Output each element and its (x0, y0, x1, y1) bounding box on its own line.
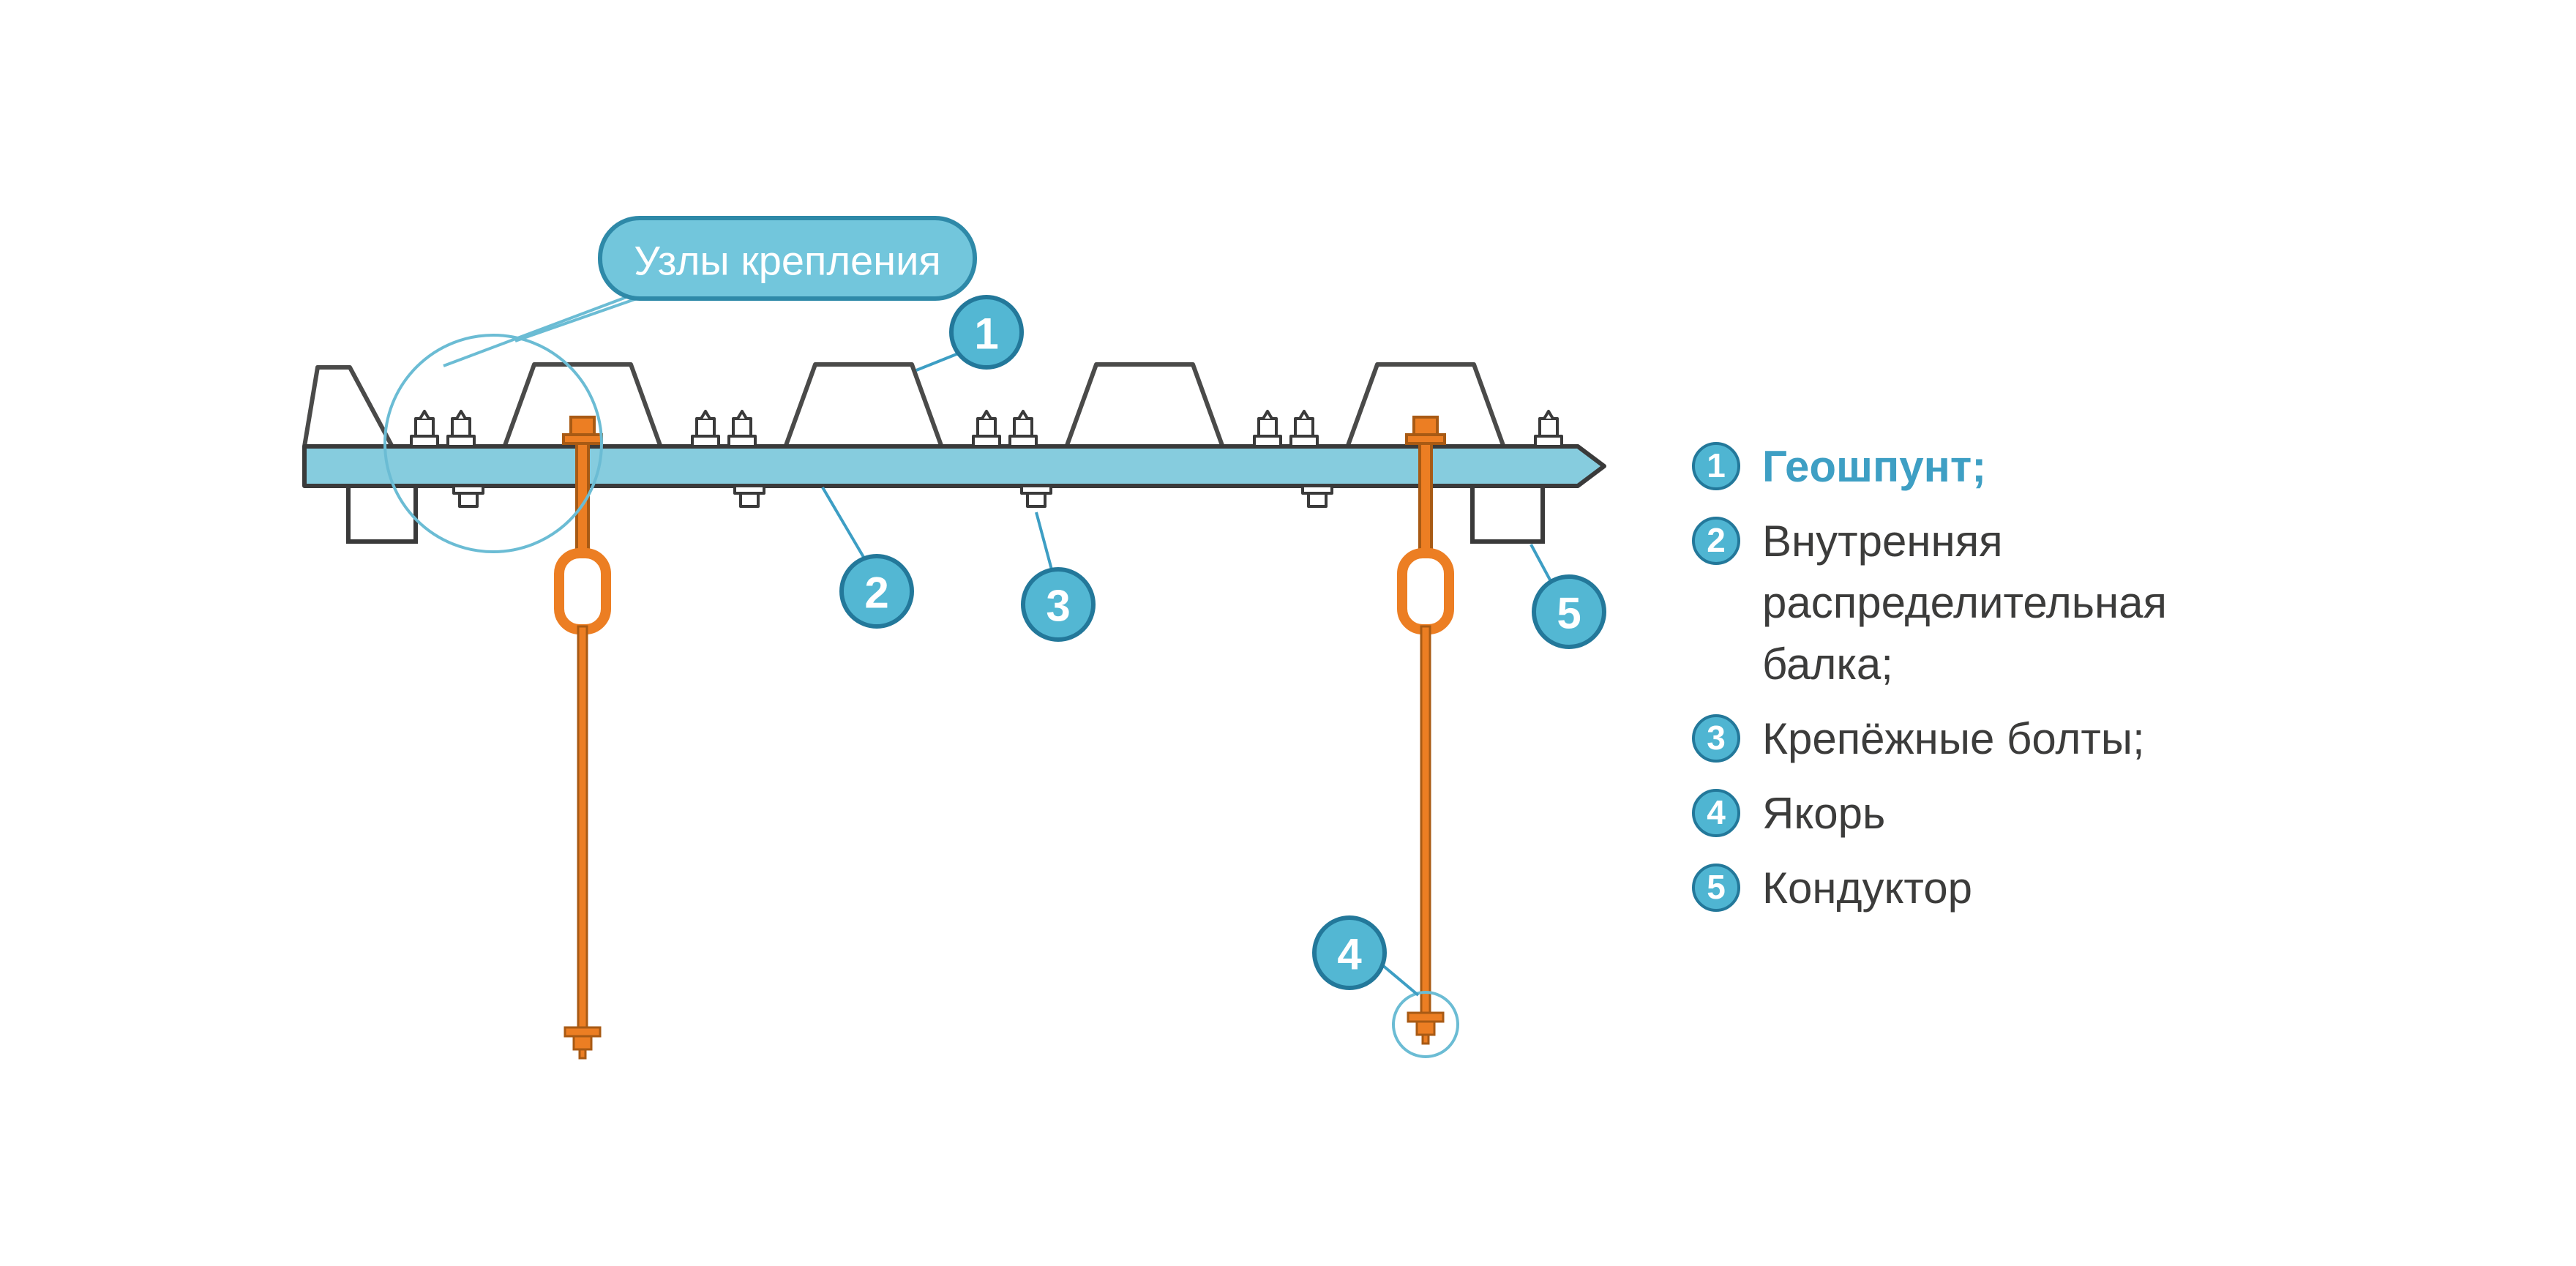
legend-item-geoshpunt: 1 Геошпунт; (1692, 438, 2321, 499)
leader-line-3 (1035, 512, 1054, 573)
fastening-bolts-bottom (452, 484, 1333, 508)
legend-item-fastening-bolts: 3 Крепёжные болты; (1692, 710, 2321, 771)
sheet-pile-profile (782, 362, 945, 451)
anchor-right (1397, 416, 1454, 1045)
legend-item-conductor: 5 Кондуктор (1692, 859, 2321, 921)
sheet-pile-profile (501, 362, 664, 451)
badge-3-number: 3 (1046, 582, 1070, 631)
leader-line-5 (1530, 544, 1553, 583)
conductor-box-left (346, 484, 418, 544)
sheet-pile-profile (1063, 362, 1226, 451)
fastening-bolts-top (410, 410, 1563, 448)
bolt-icon (1289, 410, 1319, 448)
legend-item-distribution-beam: 2 Внутренняя распределительная балка; (1692, 512, 2321, 697)
badge-5: 5 (1532, 574, 1606, 649)
legend-badge-2: 2 (1692, 517, 1740, 565)
legend-label-2: Внутренняя распределительная балка; (1762, 518, 2168, 689)
bolt-nut-icon (1301, 484, 1333, 508)
callout-line (514, 296, 642, 342)
legend-label-1: Геошпунт; (1762, 443, 1987, 492)
legend-badge-1: 1 (1692, 442, 1740, 490)
legend-label-5: Кондуктор (1762, 865, 1972, 913)
callout-label: Узлы крепления (634, 238, 940, 284)
bolt-nut-icon (452, 484, 484, 508)
anchor-link (554, 548, 611, 634)
bolt-icon (1008, 410, 1038, 448)
badge-4: 4 (1312, 915, 1387, 990)
badge-4-number: 4 (1337, 930, 1362, 979)
bolt-icon (1534, 410, 1563, 448)
badge-2: 2 (839, 554, 914, 629)
leader-line-4 (1380, 963, 1420, 997)
bolt-nut-icon (733, 484, 765, 508)
anchor-link (1397, 548, 1454, 634)
badge-2-number: 2 (864, 569, 888, 618)
sheet-pile-profile (1344, 362, 1507, 451)
callout-line (443, 296, 627, 367)
sheet-pile-profile (302, 365, 396, 451)
detail-circle-anchor-tip (1392, 991, 1459, 1058)
bolt-icon (410, 410, 439, 448)
sheet-pile-profiles (302, 362, 1507, 451)
badge-1-number: 1 (974, 310, 998, 359)
leader-line-2 (821, 486, 868, 563)
anchor-left (554, 416, 611, 1060)
legend: 1 Геошпунт; 2 Внутренняя распределительн… (1692, 438, 2321, 921)
bolt-icon (1253, 410, 1282, 448)
conductor-box-right (1470, 484, 1545, 544)
legend-badge-4: 4 (1692, 789, 1740, 837)
legend-label-3: Крепёжные болты; (1762, 716, 2145, 764)
badge-1: 1 (949, 295, 1024, 370)
detail-circle-fastening-nodes (383, 334, 603, 553)
callout-box: Узлы крепления (598, 216, 977, 301)
badge-5-number: 5 (1557, 589, 1581, 638)
distribution-beam (302, 444, 1606, 488)
legend-badge-3: 3 (1692, 714, 1740, 763)
bolt-icon (446, 410, 476, 448)
bolt-icon (727, 410, 757, 448)
legend-item-anchor: 4 Якорь (1692, 784, 2321, 846)
badge-3: 3 (1021, 567, 1096, 642)
bolt-nut-icon (1020, 484, 1052, 508)
legend-label-4: Якорь (1762, 790, 1886, 839)
bolt-icon (691, 410, 720, 448)
bolt-icon (972, 410, 1001, 448)
legend-badge-5: 5 (1692, 864, 1740, 912)
leader-line-1 (916, 351, 961, 372)
diagram-badges: 1 2 3 4 5 (839, 295, 1606, 990)
